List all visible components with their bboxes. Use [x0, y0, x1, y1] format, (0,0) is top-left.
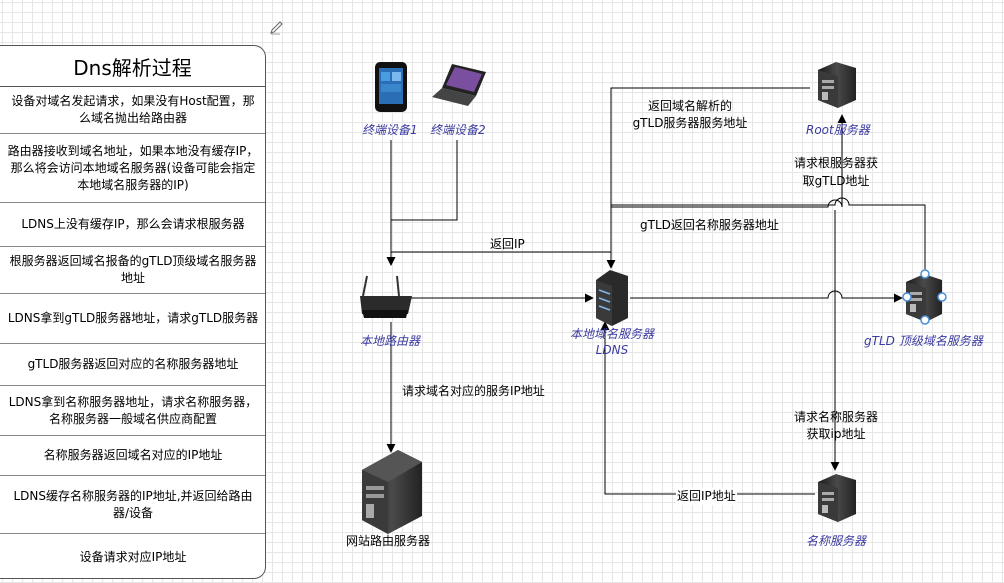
edge-nameserver-ldns[interactable] — [600, 321, 815, 495]
edge-label-return-ip: 返回IP — [490, 237, 525, 251]
name-server-icon[interactable] — [818, 474, 856, 522]
panel-title: Dns解析过程 — [0, 46, 265, 87]
step-7[interactable]: LDNS拿到名称服务器地址，请求名称服务器，名称服务器一般域名供应商配置 — [0, 385, 265, 435]
step-5[interactable]: LDNS拿到gTLD服务器地址，请求gTLD服务器 — [0, 293, 265, 343]
ldns-label-line1: 本地域名服务器 — [569, 327, 654, 341]
step-1[interactable]: 设备对域名发起请求，如果没有Host配置，那么域名抛出给路由器 — [11, 93, 255, 125]
steps-panel[interactable]: Dns解析过程 设备对域名发起请求，如果没有Host配置，那么域名抛出给路由器 … — [0, 45, 266, 579]
step-10[interactable]: 设备请求对应IP地址 — [0, 533, 265, 578]
step-3[interactable]: LDNS上没有缓存IP，那么会请求根服务器 — [0, 202, 265, 246]
ldns-server-icon[interactable] — [596, 270, 628, 326]
step-6[interactable]: gTLD服务器返回对应的名称服务器地址 — [0, 343, 265, 385]
edge-terminal2-router[interactable] — [391, 140, 458, 221]
router-icon[interactable] — [360, 275, 412, 318]
terminal1-label: 终端设备1 — [362, 123, 418, 137]
name-server-label: 名称服务器 — [806, 534, 867, 548]
laptop-icon[interactable] — [432, 64, 486, 106]
edge-root-ldns[interactable] — [606, 87, 810, 269]
router-label: 本地路由器 — [360, 334, 421, 348]
edge-gtld-ldns[interactable] — [611, 197, 926, 272]
root-server-icon[interactable] — [818, 62, 856, 108]
ldns-label-line2: LDNS — [595, 343, 629, 357]
website-server-icon[interactable] — [362, 450, 422, 534]
step-4[interactable]: 根服务器返回域名报备的gTLD顶级域名服务器地址 — [0, 246, 265, 293]
step-2[interactable]: 路由器接收到域名地址，如果本地没有缓存IP，那么将会访问本地域名服务器(设备可能… — [0, 133, 265, 202]
edge-label-gtld-return-ns: gTLD返回名称服务器地址 — [640, 218, 779, 232]
edge-ldns-gtld[interactable] — [630, 290, 903, 303]
tablet-icon[interactable] — [375, 62, 407, 112]
edit-icon[interactable] — [268, 19, 286, 37]
edge-label-request-root-2: 取gTLD地址 — [802, 174, 870, 188]
gtld-label: gTLD 顶级域名服务器 — [864, 334, 983, 348]
edge-label-request-ns-2: 获取ip地址 — [806, 427, 866, 441]
website-server-label: 网站路由服务器 — [346, 534, 431, 548]
edge-return-ip[interactable] — [386, 251, 612, 266]
gtld-server-icon[interactable] — [906, 274, 942, 322]
root-label: Root服务器 — [806, 123, 870, 137]
step-8[interactable]: 名称服务器返回域名对应的IP地址 — [0, 435, 265, 475]
edge-label-return-ip-address: 返回IP地址 — [676, 488, 737, 505]
edge-label-request-service-ip: 请求域名对应的服务IP地址 — [402, 384, 545, 398]
edge-label-request-ns-1: 请求名称服务器 — [793, 410, 878, 424]
terminal2-label: 终端设备2 — [430, 123, 486, 137]
edge-ldns-root[interactable] — [611, 114, 847, 208]
edge-label-return-gtld-1: 返回域名解析的 — [647, 99, 732, 113]
selection-handles[interactable] — [902, 269, 947, 325]
edge-label-return-gtld-2: gTLD服务器服务地址 — [632, 116, 748, 130]
edge-label-request-root-1: 请求根服务器获 — [793, 156, 878, 170]
step-9[interactable]: LDNS缓存名称服务器的IP地址,并返回给路由器/设备 — [0, 475, 265, 533]
